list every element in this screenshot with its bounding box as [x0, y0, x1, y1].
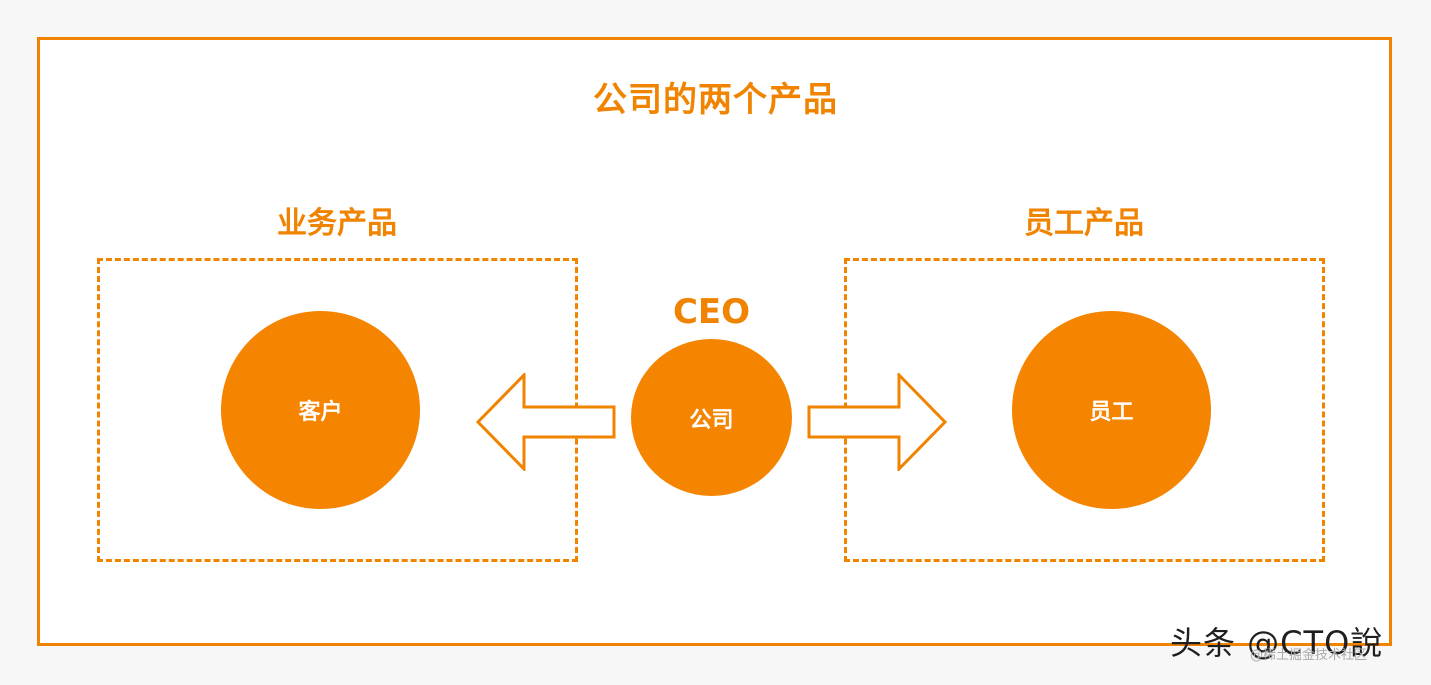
business-product-label: 业务产品 — [277, 206, 397, 241]
customer-node-label: 客户 — [298, 400, 343, 425]
employee-node-label: 员工 — [1089, 400, 1134, 425]
diagram-title: 公司的两个产品 — [593, 80, 838, 120]
arrow-right-icon — [807, 373, 947, 471]
company-node: 公司 — [631, 339, 792, 496]
watermark-subtext: @稀土掘金技术社区 — [1250, 648, 1368, 663]
watermark: 头条 @CTO說 — [1170, 624, 1384, 662]
employee-node: 员工 — [1012, 311, 1211, 509]
customer-node: 客户 — [221, 311, 420, 509]
arrow-left-icon — [476, 373, 616, 471]
employee-product-label: 员工产品 — [1024, 206, 1144, 241]
ceo-label: CEO — [672, 292, 751, 332]
company-node-label: 公司 — [689, 407, 734, 433]
